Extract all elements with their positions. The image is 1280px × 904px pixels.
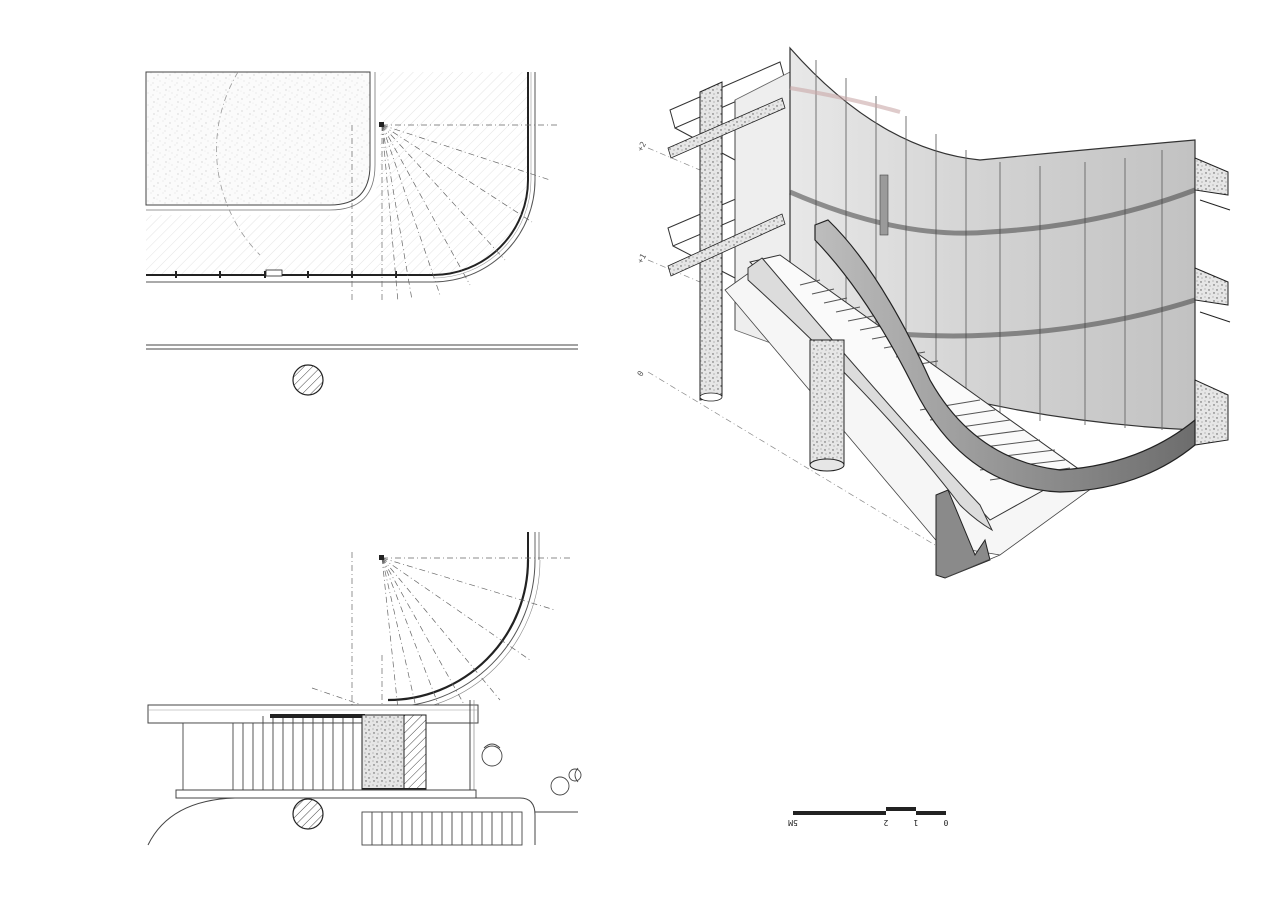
- ground-floor-plan: [147, 532, 582, 846]
- floor-slab: [145, 71, 371, 206]
- level-marker-2: +2: [636, 140, 649, 153]
- circular-column: [292, 364, 324, 396]
- scale-label-2: 2: [883, 818, 888, 827]
- level-markers: +2 +1 0: [636, 140, 649, 378]
- curved-glass-facade-ground: [387, 559, 530, 702]
- circular-column-ground: [292, 798, 324, 830]
- planting: [481, 743, 582, 796]
- level-marker-1: +1: [636, 252, 649, 265]
- scale-label-5m: 5M: [788, 818, 798, 827]
- square-column: [699, 81, 723, 402]
- drainage-grate: [361, 811, 523, 846]
- slab-sections-right: [1194, 157, 1231, 446]
- concrete-core: [361, 714, 405, 791]
- scale-label-0: 0: [943, 818, 948, 827]
- scale-label-1: 1: [913, 818, 918, 827]
- stair: [182, 716, 364, 791]
- scale-bar: 0 1 2 5M: [788, 807, 948, 827]
- round-column: [809, 339, 845, 472]
- stair-and-curved-facade-axonometric: +2 +1 0: [636, 46, 1231, 579]
- level-marker-0: 0: [636, 369, 646, 378]
- stair-stringer-outer: [814, 219, 1196, 493]
- radial-setting-out-lines: [351, 124, 560, 303]
- curved-glass-facade: [146, 72, 529, 276]
- upper-floor-plan: [145, 71, 578, 396]
